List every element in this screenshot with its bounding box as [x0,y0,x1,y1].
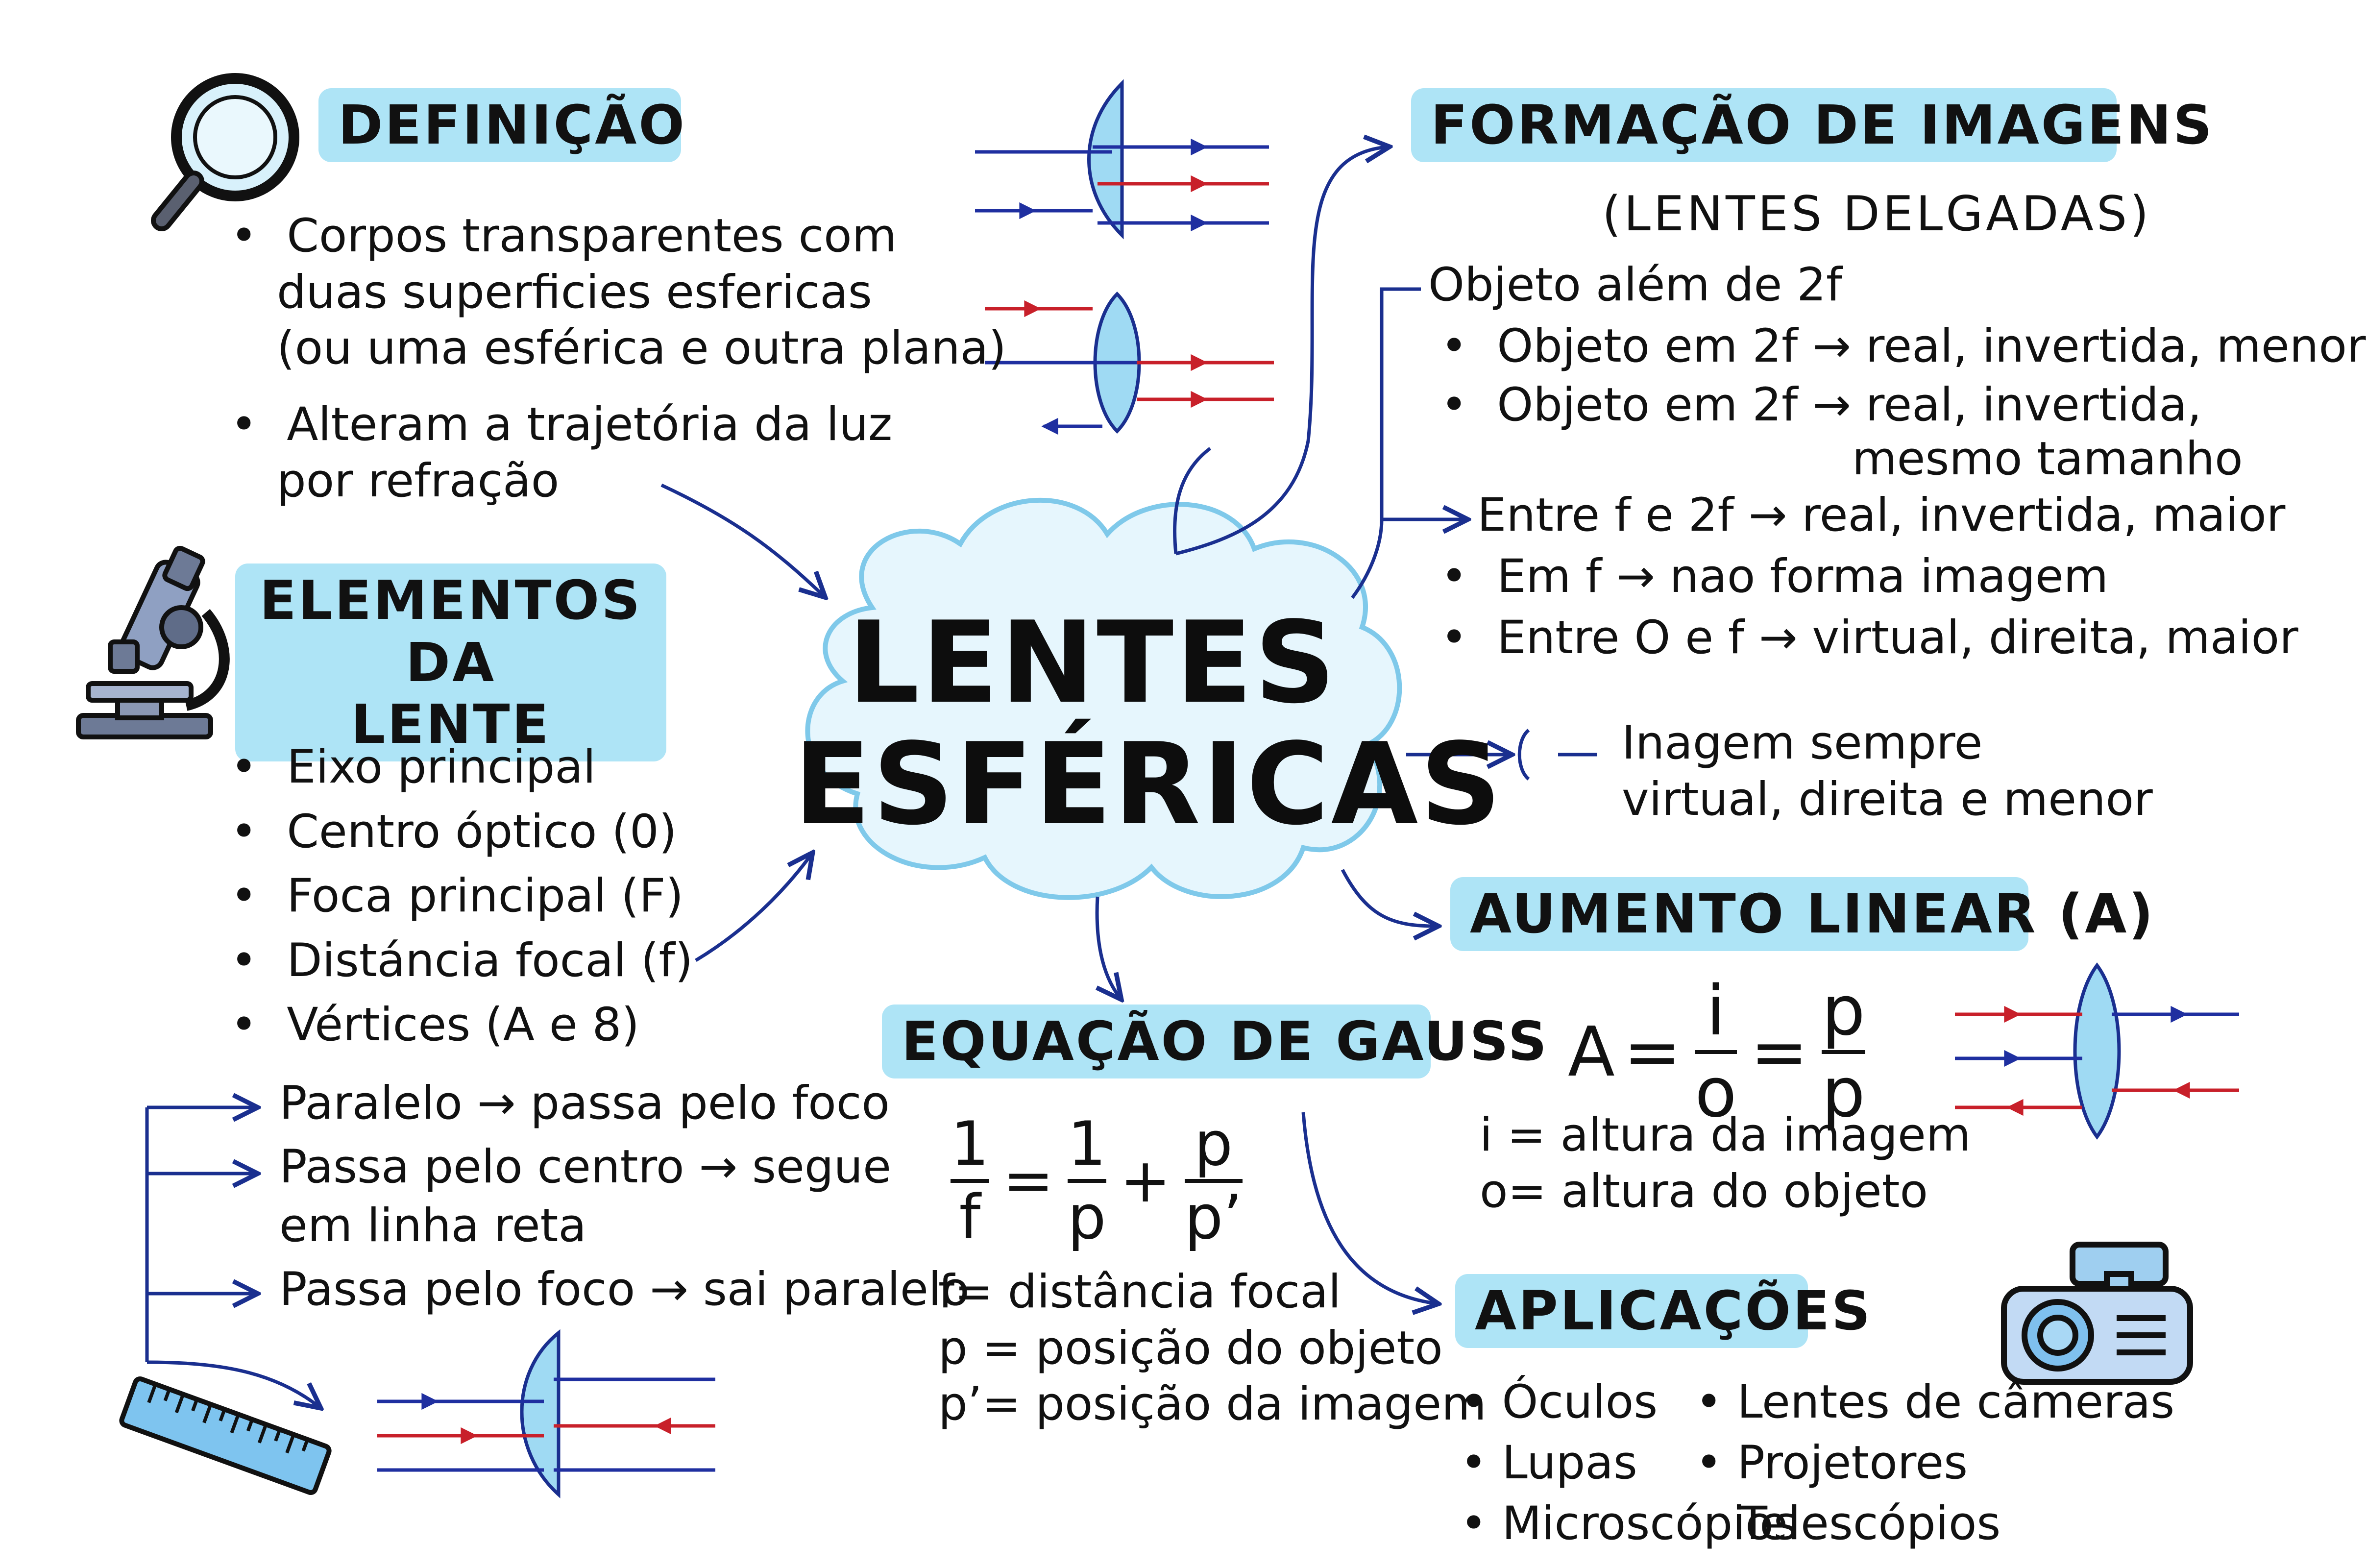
raio-item-3: Passa pelo foco → sai paralelo [279,1263,970,1316]
gauss-defs: f= distância focal p = posição do objeto… [938,1265,1487,1431]
aplicacoes-col-2: • Lentes de câmeras • Projetores Telescó… [1695,1372,2174,1554]
aplicacoes-banner: APLICAÇÕES [1455,1274,1870,1348]
formacao-banner: FORMAÇÃO DE IMAGENS [1411,88,2212,162]
lens-diagram-top [975,79,1269,240]
formacao-subtitle: (LENTES DELGADAS) [1602,186,2152,242]
main-title-line-2: ESFÉRICAS [794,719,1504,851]
lens-diagram-middle [985,292,1274,435]
magnifier-icon [151,73,299,231]
ruler-icon [119,1376,332,1495]
main-title: LENTES ESFÉRICAS [794,598,1504,851]
formacao-item-4: • Em f → nao forma imagem [1440,550,2109,603]
aplicacoes-title: APLICAÇÕES [1475,1279,1873,1342]
formacao-item-2-cont: mesmo tamanho [1852,432,2243,486]
list-item: • Lupas [1460,1436,1637,1490]
definicao-item-2: • Alteram a trajetória da luz por refraç… [230,398,893,508]
list-item: • Óculos [1460,1375,1658,1429]
arrow-aumento [1341,869,1436,926]
arrow-lens-top [1173,447,1212,554]
arrow-elementos [695,855,811,962]
list-item: • Foca principal (F) [230,869,684,923]
arrow-definicao [660,483,823,595]
formacao-item-2: • Objeto em 2f → real, invertida, [1440,378,2202,432]
gauss-title: EQUAÇÃO DE GAUSS [902,1010,1549,1073]
list-item: • Projetores [1695,1436,1968,1490]
arrow-aplicacoes [1301,1112,1436,1303]
aumento-defs: i = altura da imagem o= altura do objeto [1480,1108,1971,1218]
lens-diagram-right [1955,962,2239,1140]
formacao-title: FORMAÇÃO DE IMAGENS [1431,94,2214,156]
arrow-formacao [1175,147,1387,556]
aumento-banner: AUMENTO LINEAR (A) [1450,877,2153,951]
list-item: • Microscópios [1460,1497,1798,1551]
aplicacoes-col-1: • Óculos • Lupas • Microscópios [1460,1372,1798,1554]
formacao-item-5: • Entre O e f → virtual, direita, maior [1440,611,2298,664]
formacao-header: Objeto além de 2f [1428,258,1843,312]
list-item: • Centro óptico (0) [230,805,677,858]
list-item: • Lentes de câmeras [1695,1375,2175,1429]
formacao-item-1: • Objeto em 2f → real, invertida, menor [1440,319,2366,373]
projector-icon [2001,1242,2193,1385]
aumento-title: AUMENTO LINEAR (A) [1470,882,2155,945]
divergente-note: Inagem sempre virtual, direita e menor [1622,716,2153,826]
main-title-line-1: LENTES [848,598,1338,729]
formacao-item-3: Entre f e 2f → real, invertida, maior [1477,489,2286,542]
center-cloud [805,497,1402,900]
definicao-title: DEFINIÇÃO [338,94,686,156]
arrow-ruler [146,1360,318,1406]
list-item: • Eixo principal [230,740,596,794]
elementos-title-line-1: ELEMENTOS DA [259,569,642,694]
raio-item-1: Paralelo → passa pelo foco [279,1077,890,1130]
definicao-banner: DEFINIÇÃO [318,88,684,162]
elementos-title-line-2: LENTE [351,693,551,756]
lens-diagram-bottom [377,1329,715,1498]
list-item: • Distáncia focal (f) [230,933,693,987]
gauss-banner: EQUAÇÃO DE GAUSS [882,1004,1547,1078]
list-item: • Vértices (A e 8) [230,998,640,1052]
raio-item-2: Passa pelo centro → segue [279,1140,891,1194]
microscope-icon [76,545,230,739]
raio-item-2-cont: em linha reta [279,1199,587,1252]
elementos-list: • Eixo principal • Centro óptico (0) • F… [230,735,693,1057]
elementos-banner: ELEMENTOS DA LENTE [235,564,666,761]
definicao-item-1: • Corpos transparentes com duas superfic… [230,209,1006,375]
arrow-gauss [1095,896,1120,997]
list-item: Telescópios [1739,1497,2001,1551]
